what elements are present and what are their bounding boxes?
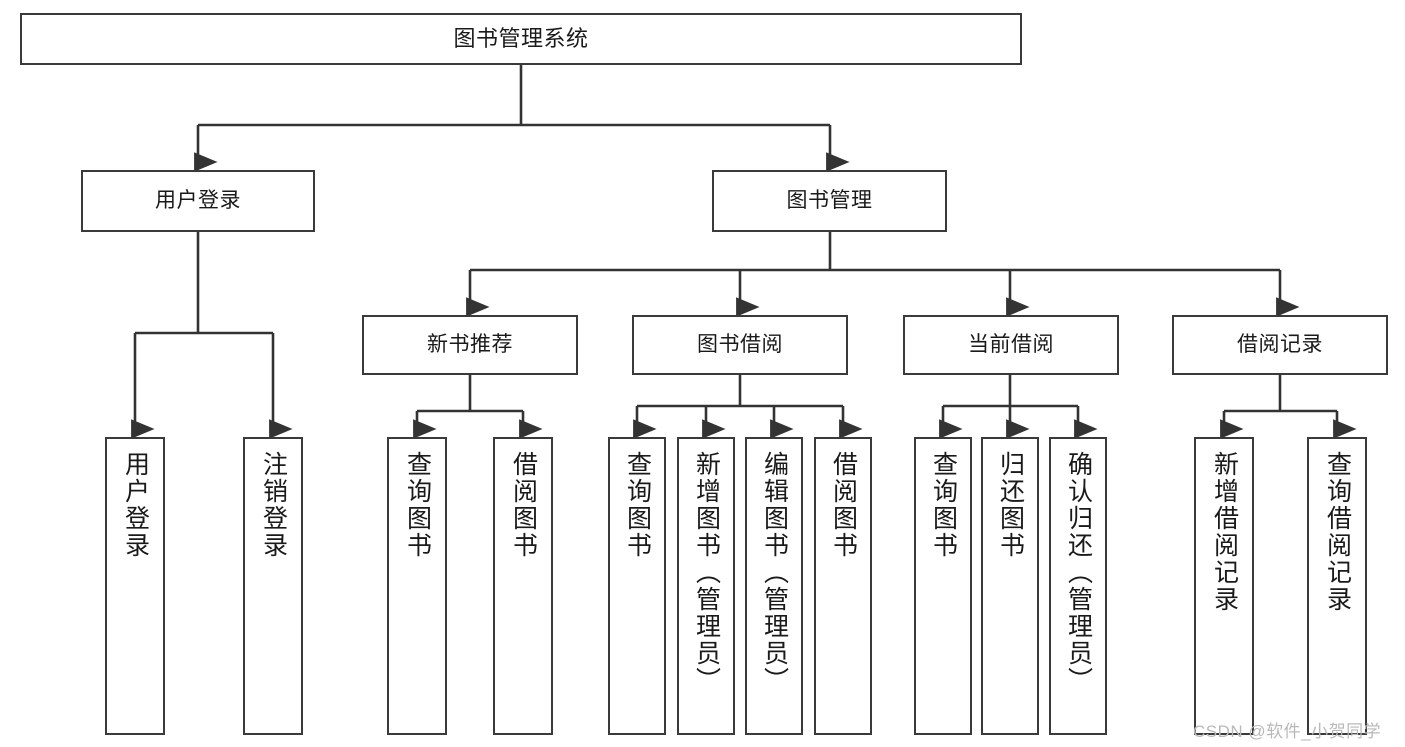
node-current-borrow-label: 当前借阅 xyxy=(968,333,1054,357)
node-leaf-return-book[interactable]: 归还图书 xyxy=(981,437,1039,735)
node-leaf-borrow-book-2-label: 借阅图书 xyxy=(829,451,858,559)
node-leaf-return-book-label: 归还图书 xyxy=(996,451,1025,559)
node-leaf-query-book-2-label: 查询图书 xyxy=(623,451,652,559)
node-borrow-record[interactable]: 借阅记录 xyxy=(1172,315,1388,375)
node-leaf-add-record-label: 新增借阅记录 xyxy=(1210,451,1239,613)
node-leaf-query-book-3-label: 查询图书 xyxy=(929,451,958,559)
node-book-borrow[interactable]: 图书借阅 xyxy=(632,315,848,375)
node-leaf-user-login-label: 用户登录 xyxy=(121,451,150,559)
node-leaf-query-book-2[interactable]: 查询图书 xyxy=(608,437,666,735)
node-leaf-borrow-book-2[interactable]: 借阅图书 xyxy=(814,437,872,735)
node-book-borrow-label: 图书借阅 xyxy=(697,333,783,357)
node-leaf-add-book-label: 新增图书（管理员） xyxy=(692,451,721,694)
node-leaf-edit-book-label: 编辑图书（管理员） xyxy=(760,451,789,694)
node-leaf-query-record-label: 查询借阅记录 xyxy=(1323,451,1352,613)
node-leaf-edit-book[interactable]: 编辑图书（管理员） xyxy=(745,437,803,735)
node-leaf-query-book-1[interactable]: 查询图书 xyxy=(387,437,447,735)
node-current-borrow[interactable]: 当前借阅 xyxy=(903,315,1119,375)
node-user-login-label: 用户登录 xyxy=(155,189,241,213)
node-leaf-logout-label: 注销登录 xyxy=(259,451,288,559)
node-root[interactable]: 图书管理系统 xyxy=(20,13,1022,65)
node-leaf-query-book-3[interactable]: 查询图书 xyxy=(914,437,972,735)
node-leaf-user-login[interactable]: 用户登录 xyxy=(105,437,165,735)
node-leaf-borrow-book-1[interactable]: 借阅图书 xyxy=(493,437,553,735)
node-new-book-recommend[interactable]: 新书推荐 xyxy=(362,315,578,375)
node-leaf-query-record[interactable]: 查询借阅记录 xyxy=(1307,437,1367,735)
node-leaf-confirm-return-label: 确认归还（管理员） xyxy=(1064,451,1093,694)
node-leaf-borrow-book-1-label: 借阅图书 xyxy=(509,451,538,559)
node-leaf-confirm-return[interactable]: 确认归还（管理员） xyxy=(1049,437,1107,735)
node-book-manage[interactable]: 图书管理 xyxy=(712,170,947,232)
node-book-manage-label: 图书管理 xyxy=(786,189,873,213)
node-leaf-logout[interactable]: 注销登录 xyxy=(243,437,303,735)
node-leaf-add-book[interactable]: 新增图书（管理员） xyxy=(677,437,735,735)
node-user-login[interactable]: 用户登录 xyxy=(81,170,315,232)
node-leaf-add-record[interactable]: 新增借阅记录 xyxy=(1194,437,1254,735)
node-new-book-recommend-label: 新书推荐 xyxy=(427,333,513,357)
node-borrow-record-label: 借阅记录 xyxy=(1237,333,1323,357)
node-leaf-query-book-1-label: 查询图书 xyxy=(403,451,432,559)
node-root-label: 图书管理系统 xyxy=(453,25,589,51)
